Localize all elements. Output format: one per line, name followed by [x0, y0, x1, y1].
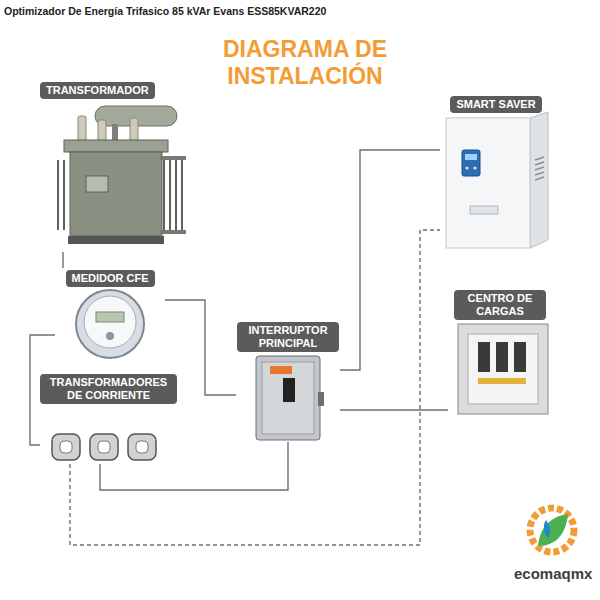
meter-drawing: [76, 290, 144, 358]
device-label: SMART SAVER: [450, 96, 541, 113]
device-node: INTERRUPTOR PRINCIPAL: [236, 322, 340, 442]
product-header: Optimizador De Energía Trifasico 85 kVAr…: [4, 5, 326, 18]
device-label: MEDIDOR CFE: [66, 270, 155, 287]
main-switch-drawing: [256, 356, 324, 440]
wire-connector: [100, 442, 288, 490]
device-label: TRANSFORMADOR: [40, 82, 155, 99]
device-node: SMART SAVER: [440, 94, 552, 252]
wire-connector: [62, 252, 63, 268]
load-center-drawing: [458, 324, 548, 414]
brand-logo-icon: [530, 508, 574, 552]
device-label: CENTRO DE CARGAS: [454, 290, 546, 320]
wire-connector: [340, 409, 448, 410]
wire-connector: [340, 150, 440, 370]
smart-saver-cabinet: [446, 112, 548, 248]
transformer-drawing: [58, 106, 186, 244]
device-node: TRANSFORMADORES DE CORRIENTE: [40, 374, 180, 464]
device-node: CENTRO DE CARGAS: [448, 290, 552, 416]
device-label: TRANSFORMADORES DE CORRIENTE: [40, 374, 177, 404]
diagram-title: DIAGRAMA DE INSTALACIÓN: [185, 36, 425, 90]
device-node: MEDIDOR CFE: [55, 268, 165, 360]
device-node: TRANSFORMADOR: [40, 80, 195, 252]
current-transformer-drawing: [52, 434, 156, 460]
device-label: INTERRUPTOR PRINCIPAL: [237, 322, 339, 352]
brand-logo-text: ecomaqmx: [514, 565, 592, 583]
